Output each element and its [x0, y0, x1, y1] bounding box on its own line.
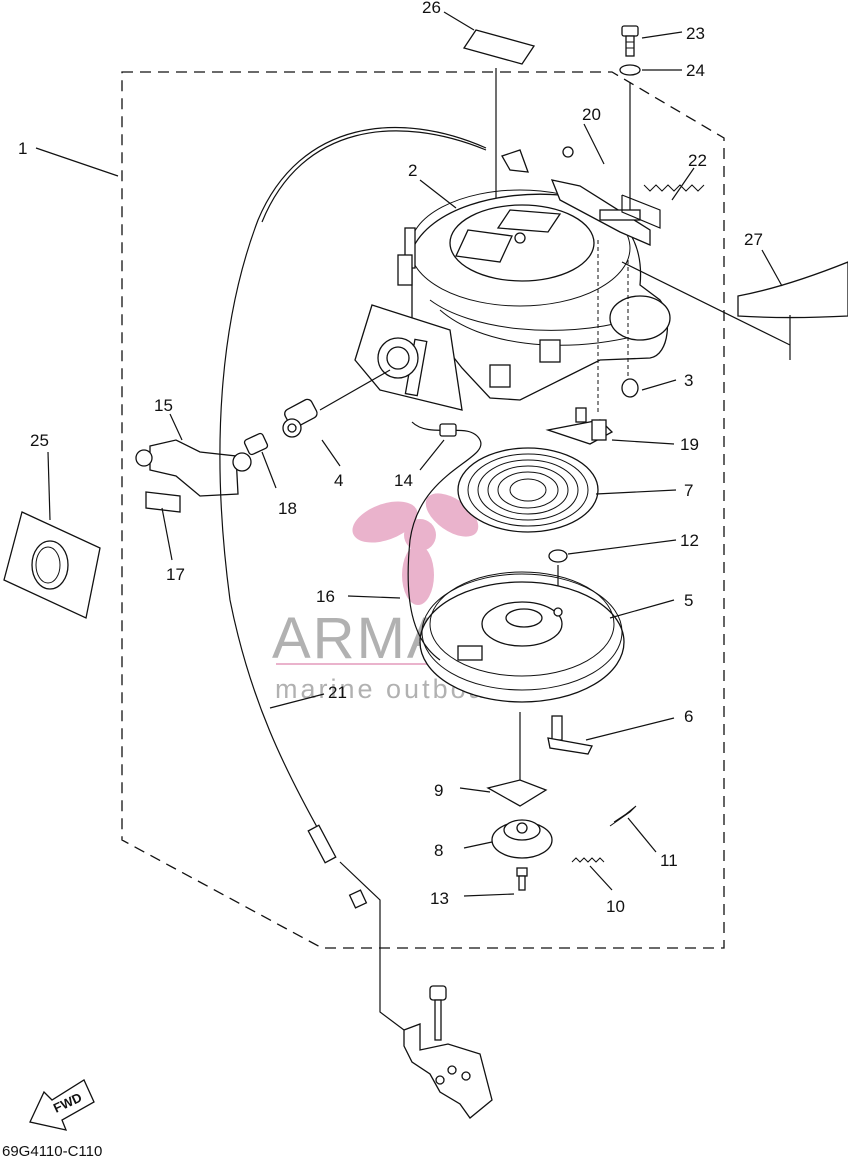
callout-17: 17	[166, 565, 185, 584]
callout-labels: 1 2 3 4 5 6 7 8 9 10 11 12 13 14 15 16 1…	[18, 0, 763, 916]
nut-18	[243, 432, 269, 456]
decal-26	[462, 29, 536, 65]
adjuster-4	[282, 398, 318, 438]
fwd-arrow-icon: FWD	[29, 1079, 95, 1131]
callout-3: 3	[684, 371, 693, 390]
drive-plate-8	[491, 819, 553, 859]
collar-3	[621, 378, 639, 398]
callout-24: 24	[686, 61, 705, 80]
callout-21: 21	[328, 683, 347, 702]
callout-8: 8	[434, 841, 443, 860]
clamp-14	[439, 423, 457, 437]
callout-18: 18	[278, 499, 297, 518]
callout-9: 9	[434, 781, 443, 800]
callout-13: 13	[430, 889, 449, 908]
callout-10: 10	[606, 897, 625, 916]
callout-14: 14	[394, 471, 413, 490]
callout-27: 27	[744, 230, 763, 249]
callout-23: 23	[686, 24, 705, 43]
callout-2: 2	[408, 161, 417, 180]
callout-12: 12	[680, 531, 699, 550]
spring-22	[643, 184, 705, 192]
callout-25: 25	[30, 431, 49, 450]
cable-end	[307, 149, 529, 909]
grommet-25	[3, 511, 101, 619]
spring-10	[571, 857, 605, 863]
cable-guide-bracket	[354, 304, 561, 411]
leader-lines	[35, 11, 783, 897]
bolt-23	[621, 25, 639, 57]
bracket-15	[135, 439, 252, 497]
spiral-spring-7	[457, 447, 599, 533]
bolt-13	[516, 867, 528, 891]
callout-19: 19	[680, 435, 699, 454]
callout-7: 7	[684, 481, 693, 500]
callout-22: 22	[688, 151, 707, 170]
callout-1: 1	[18, 139, 27, 158]
propeller-logo	[352, 493, 479, 605]
callout-6: 6	[684, 707, 693, 726]
callout-20: 20	[582, 105, 601, 124]
callout-26: 26	[422, 0, 441, 17]
assembly-boundary	[121, 71, 725, 949]
cable-21	[219, 126, 487, 837]
part-code: 69G4110-C110	[2, 1143, 102, 1160]
mounting-bracket	[403, 985, 493, 1119]
callout-11: 11	[660, 851, 678, 870]
lever-19	[545, 407, 614, 445]
pulley-5	[419, 571, 625, 703]
callout-5: 5	[684, 591, 693, 610]
spring-11	[609, 805, 637, 827]
plate-9	[486, 779, 548, 807]
circlip-12	[548, 549, 568, 563]
callout-16: 16	[316, 587, 335, 606]
clip-17	[145, 491, 181, 513]
callout-15: 15	[154, 396, 173, 415]
washer-24	[619, 64, 641, 76]
pad-27	[737, 261, 848, 319]
callout-4: 4	[334, 471, 343, 490]
clip-20	[550, 146, 651, 246]
pawl-6	[547, 715, 593, 755]
starter-case-2	[397, 189, 671, 401]
